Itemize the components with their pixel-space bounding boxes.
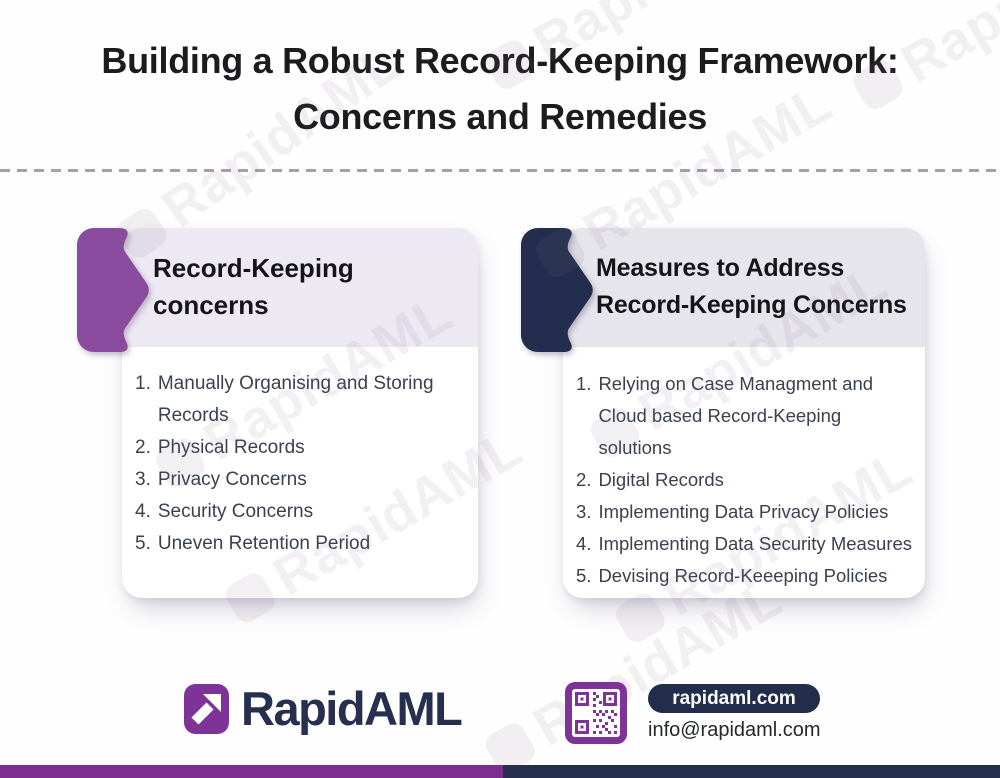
dashed-divider — [0, 169, 1000, 172]
list-item-text: Privacy Concerns — [157, 469, 307, 490]
list-item-number: 2. — [135, 437, 151, 458]
list-item: 4. Security Concerns — [135, 496, 464, 528]
list-item-text: Devising Record-Keeeping Policies — [598, 565, 888, 586]
list-item: 2. Physical Records — [135, 432, 464, 464]
list-item: 5. Uneven Retention Period — [135, 528, 464, 560]
card-title: Record-Keeping concerns — [153, 250, 460, 324]
list-item: 2. Digital Records — [576, 464, 919, 496]
rapidaml-logo-icon — [184, 683, 229, 734]
list-item: 1. Relying on Case Managment and Cloud ba… — [576, 368, 919, 464]
card-list: 1. Relying on Case Managment and Cloud ba… — [563, 347, 925, 592]
list-item-number: 4. — [576, 533, 592, 554]
list-item-number: 3. — [576, 501, 592, 522]
bottom-bar-navy — [503, 765, 1000, 778]
card-title-line2: Record-Keeping Concerns — [596, 291, 907, 319]
card-title-line1: Record-Keeping — [153, 253, 354, 283]
list-item-number: 5. — [576, 565, 592, 586]
list-item-number: 4. — [135, 501, 151, 522]
list-item: 5. Devising Record-Keeeping Policies — [576, 560, 919, 592]
brand-name: RapidAML — [241, 682, 463, 735]
list-item-text: Implementing Data Privacy Policies — [598, 501, 889, 522]
card-header: Measures to Address Record-Keeping Conce… — [563, 228, 925, 347]
list-item: 3. Implementing Data Privacy Policies — [576, 496, 919, 528]
list-item: 1. Manually Organising and Storing Record… — [135, 368, 464, 432]
list-item-number: 3. — [135, 469, 151, 490]
website-text: rapidaml.com — [672, 687, 796, 709]
qr-code-icon — [565, 682, 627, 749]
contact-block: rapidaml.com info@rapidaml.com — [648, 684, 821, 742]
card-title: Measures to Address Record-Keeping Conce… — [596, 250, 907, 324]
website-pill: rapidaml.com — [648, 684, 820, 713]
page-title: Building a Robust Record-Keeping Framewo… — [0, 33, 1000, 145]
list-item-text: Security Concerns — [157, 501, 314, 522]
bottom-bar-purple — [0, 765, 503, 778]
purple-ribbon-arrow — [77, 228, 149, 352]
navy-ribbon-arrow — [521, 228, 593, 352]
list-item-text: Physical Records — [157, 437, 305, 458]
list-item-number: 2. — [576, 469, 592, 490]
card-title-line1: Measures to Address — [596, 254, 845, 282]
list-item-number: 1. — [135, 373, 151, 394]
card-header: Record-Keeping concerns — [122, 228, 478, 347]
list-item-text: Relying on Case Managment and Cloud base… — [598, 373, 874, 458]
list-item-text: Uneven Retention Period — [157, 533, 371, 554]
list-item: 4. Implementing Data Security Measures — [576, 528, 919, 560]
watermark: RapidAML — [477, 567, 793, 778]
card-title-line2: concerns — [153, 290, 269, 320]
footer-logo: RapidAML — [183, 681, 463, 736]
page-title-line1: Building a Robust Record-Keeping Framewo… — [101, 40, 899, 81]
card-list: 1. Manually Organising and Storing Record… — [122, 347, 478, 560]
list-item-text: Implementing Data Security Measures — [598, 533, 913, 554]
list-item-text: Manually Organising and Storing Records — [157, 373, 434, 426]
list-item-number: 1. — [576, 373, 592, 394]
card-measures-to-address: Measures to Address Record-Keeping Conce… — [563, 228, 925, 598]
email-text: info@rapidaml.com — [648, 719, 821, 741]
list-item: 3. Privacy Concerns — [135, 464, 464, 496]
page-title-line2: Concerns and Remedies — [293, 96, 707, 137]
card-record-keeping-concerns: Record-Keeping concerns 1. Manually Organ… — [122, 228, 478, 598]
list-item-number: 5. — [135, 533, 151, 554]
list-item-text: Digital Records — [598, 469, 724, 490]
